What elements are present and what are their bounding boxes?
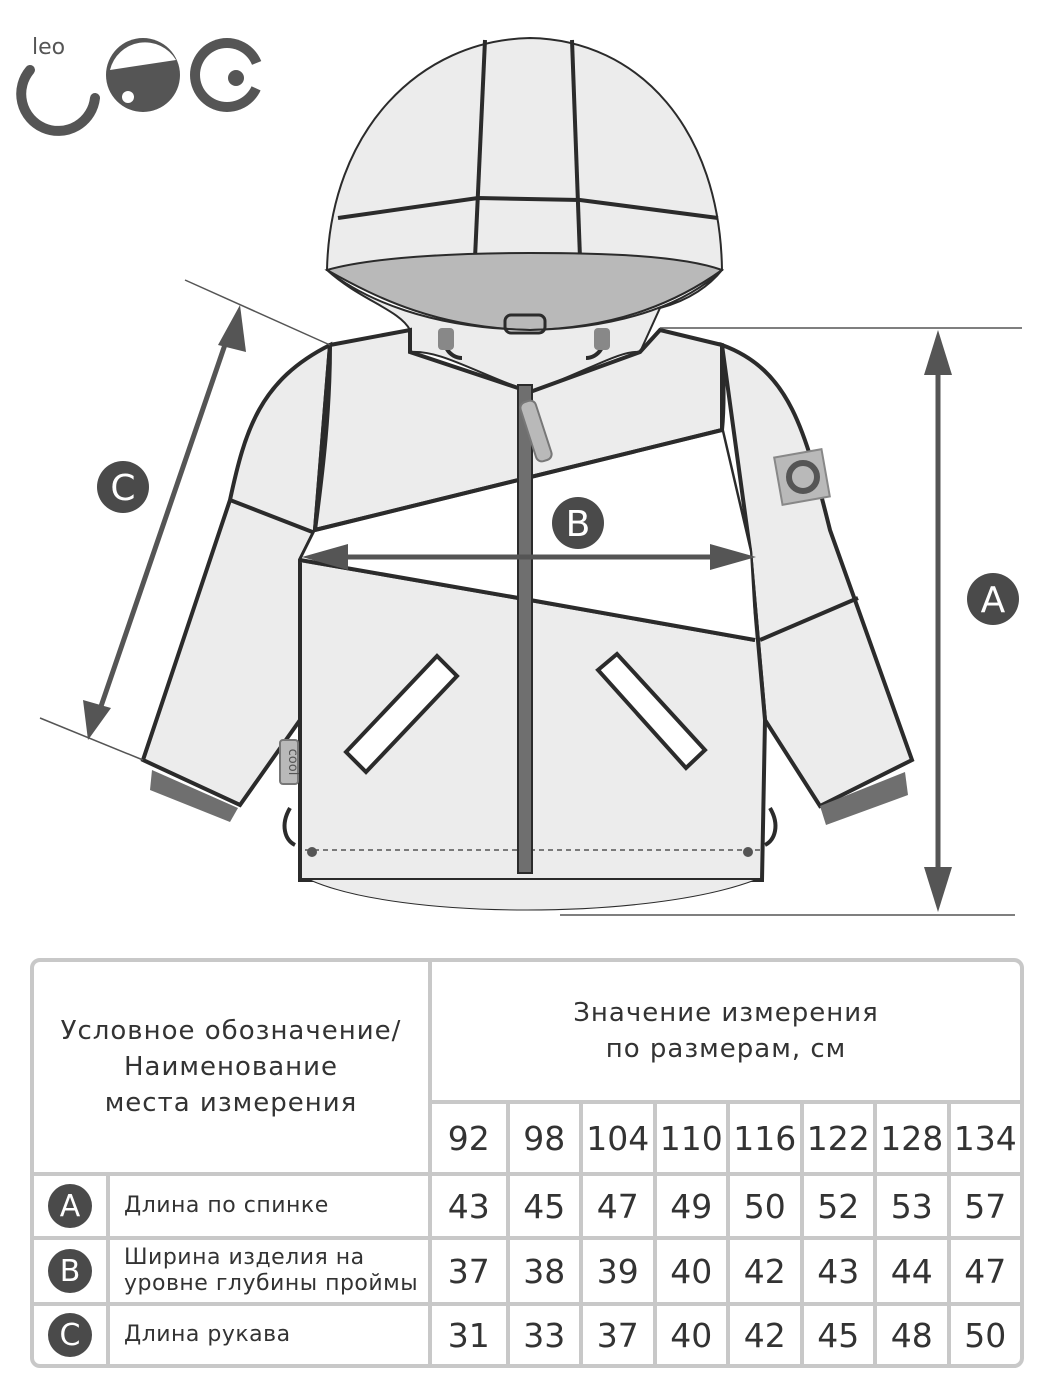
badge-c-text: C bbox=[110, 468, 135, 509]
row-b-value: 42 bbox=[726, 1240, 800, 1306]
size-92: 92 bbox=[432, 1104, 506, 1176]
row-b-value: 47 bbox=[946, 1240, 1020, 1306]
size-98: 98 bbox=[505, 1104, 579, 1176]
badge-b-text: B bbox=[566, 504, 591, 545]
row-c-value: 37 bbox=[579, 1306, 653, 1364]
row-b-badge: B bbox=[34, 1240, 110, 1306]
left-header-line-1: Условное обозначение/ bbox=[60, 1016, 402, 1046]
measure-arrow-c bbox=[83, 305, 246, 740]
row-b-name: Ширина изделия на уровне глубины проймы bbox=[110, 1240, 432, 1306]
size-104: 104 bbox=[579, 1104, 653, 1176]
measure-arrow-a bbox=[924, 330, 952, 912]
measure-arrow-b bbox=[302, 544, 756, 570]
row-a-value: 52 bbox=[799, 1176, 873, 1240]
jacket-body: cool bbox=[279, 327, 778, 911]
size-110: 110 bbox=[652, 1104, 726, 1176]
right-header-line-2: по размерам, см bbox=[605, 1034, 847, 1064]
row-a-value: 47 bbox=[579, 1176, 653, 1240]
badge-a-text: A bbox=[981, 580, 1006, 621]
left-sleeve bbox=[140, 341, 333, 822]
row-c-value: 48 bbox=[873, 1306, 947, 1364]
row-c-value: 45 bbox=[799, 1306, 874, 1364]
row-b-badge-text: B bbox=[48, 1249, 92, 1293]
row-a-value: 43 bbox=[432, 1176, 506, 1240]
table-right-header: Значение измерения по размерам, см bbox=[432, 962, 1020, 1104]
badge-c: C bbox=[97, 461, 149, 513]
row-a-value: 50 bbox=[726, 1176, 800, 1240]
row-c-badge-text: C bbox=[48, 1313, 92, 1357]
row-c-value: 50 bbox=[946, 1306, 1021, 1364]
row-c-badge: C bbox=[34, 1306, 110, 1364]
row-a-name: Длина по спинке bbox=[110, 1176, 432, 1240]
row-b-value: 43 bbox=[799, 1240, 873, 1306]
measurement-guides bbox=[39, 279, 1022, 916]
row-c-value: 33 bbox=[505, 1306, 580, 1364]
size-134: 134 bbox=[946, 1104, 1020, 1176]
right-sleeve bbox=[719, 341, 915, 825]
left-header-line-2: Наименование bbox=[123, 1052, 339, 1082]
brand-logo: leo bbox=[16, 35, 264, 136]
row-a-badge-text: A bbox=[48, 1184, 92, 1228]
logo-small-text: leo bbox=[32, 35, 65, 60]
side-tag-text: cool bbox=[285, 749, 300, 776]
row-b-value: 44 bbox=[873, 1240, 947, 1306]
size-116: 116 bbox=[726, 1104, 800, 1176]
right-header-line-1: Значение измерения bbox=[573, 998, 879, 1028]
size-122: 122 bbox=[799, 1104, 873, 1176]
jacket-illustration: leo bbox=[16, 35, 1022, 916]
left-header-line-3: места измерения bbox=[104, 1088, 358, 1118]
row-a-value: 53 bbox=[873, 1176, 947, 1240]
row-c-value: 31 bbox=[447, 1315, 490, 1355]
row-c-value: 42 bbox=[726, 1306, 800, 1364]
table-left-header: Условное обозначение/ Наименование места… bbox=[34, 962, 432, 1176]
row-a-value: 57 bbox=[946, 1176, 1020, 1240]
size-128: 128 bbox=[873, 1104, 947, 1176]
row-b-value: 37 bbox=[432, 1240, 506, 1306]
size-table: Условное обозначение/ Наименование места… bbox=[30, 958, 1024, 1368]
row-a-value: 49 bbox=[652, 1176, 726, 1240]
row-c-value: 40 bbox=[652, 1306, 727, 1364]
badge-b: B bbox=[552, 497, 604, 549]
row-a-value: 45 bbox=[505, 1176, 579, 1240]
badge-a: A bbox=[967, 573, 1019, 625]
row-b-value: 38 bbox=[505, 1240, 579, 1306]
row-b-value: 40 bbox=[652, 1240, 726, 1306]
row-b-value: 39 bbox=[579, 1240, 653, 1306]
row-a-badge: A bbox=[34, 1176, 110, 1240]
row-c-name: Длина рукава bbox=[110, 1306, 432, 1364]
